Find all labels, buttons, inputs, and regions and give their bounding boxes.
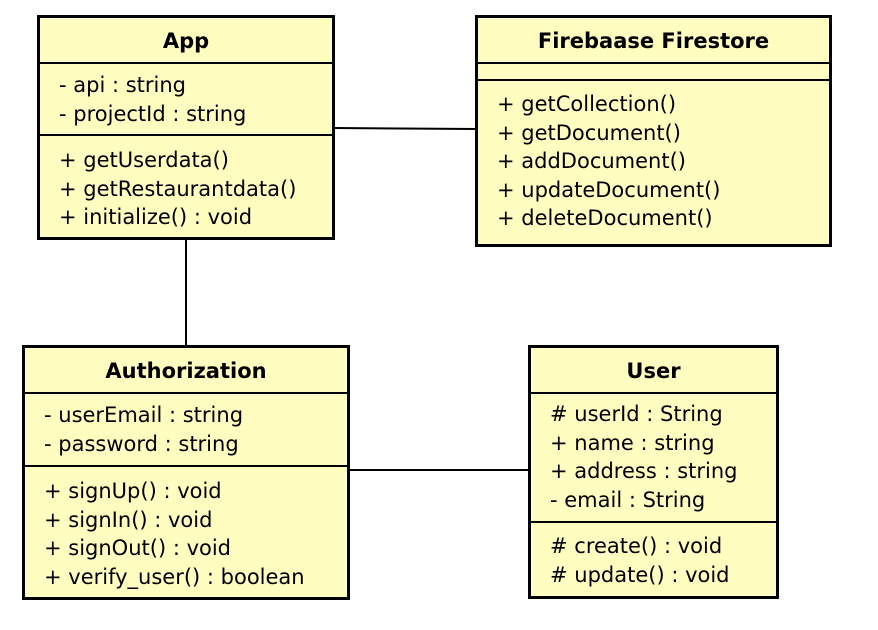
- class-firestore-name: Firebaase Firestore: [478, 18, 829, 64]
- attribute-project-id: - projectId : string: [59, 101, 247, 126]
- class-app-name: App: [40, 18, 332, 64]
- attribute-password: - password : string: [44, 431, 239, 456]
- attribute-api: - api : string: [59, 73, 186, 97]
- attribute-email: - email : String: [550, 487, 706, 512]
- association-app-firestore: [333, 127, 478, 130]
- class-app-attributes: - api : string - projectId : string: [40, 64, 332, 136]
- class-firestore-methods: + getCollection() + getDocument() + addD…: [478, 81, 829, 233]
- class-firestore-attributes: [478, 64, 829, 81]
- method-get-collection: + getCollection(): [497, 92, 677, 116]
- class-authorization-methods: + signUp() : void + signIn() : void + si…: [25, 467, 347, 591]
- method-get-restaurantdata: + getRestaurantdata(): [59, 176, 297, 201]
- method-get-userdata: + getUserdata(): [59, 148, 229, 172]
- method-delete-document: + deleteDocument(): [497, 206, 713, 230]
- method-initialize: + initialize() : void: [59, 205, 253, 229]
- class-user-name: User: [531, 348, 776, 394]
- method-update-document: + updateDocument(): [497, 177, 721, 202]
- class-authorization[interactable]: Authorization - userEmail : string - pas…: [22, 345, 350, 600]
- attribute-user-id: # userId : String: [550, 402, 723, 426]
- class-user-methods: # create() : void # update() : void: [531, 523, 776, 589]
- method-sign-out: + signOut() : void: [44, 536, 232, 560]
- class-firestore[interactable]: Firebaase Firestore + getCollection() + …: [475, 15, 832, 247]
- class-app[interactable]: App - api : string - projectId : string …: [37, 15, 335, 240]
- class-app-methods: + getUserdata() + getRestaurantdata() + …: [40, 136, 332, 232]
- attribute-user-email: - userEmail : string: [44, 403, 244, 427]
- class-user[interactable]: User # userId : String + name : string +…: [528, 345, 779, 599]
- class-authorization-attributes: - userEmail : string - password : string: [25, 394, 347, 467]
- method-verify-user: + verify_user() : boolean: [44, 564, 305, 589]
- method-create: # create() : void: [550, 534, 723, 558]
- attribute-name: + name : string: [550, 430, 715, 455]
- method-sign-up: + signUp() : void: [44, 479, 222, 503]
- method-add-document: + addDocument(): [497, 149, 686, 173]
- class-authorization-name: Authorization: [25, 348, 347, 394]
- attribute-address: + address : string: [550, 459, 738, 483]
- method-update: # update() : void: [550, 562, 730, 587]
- method-get-document: + getDocument(): [497, 120, 681, 145]
- class-user-attributes: # userId : String + name : string + addr…: [531, 394, 776, 523]
- method-sign-in: + signIn() : void: [44, 507, 213, 532]
